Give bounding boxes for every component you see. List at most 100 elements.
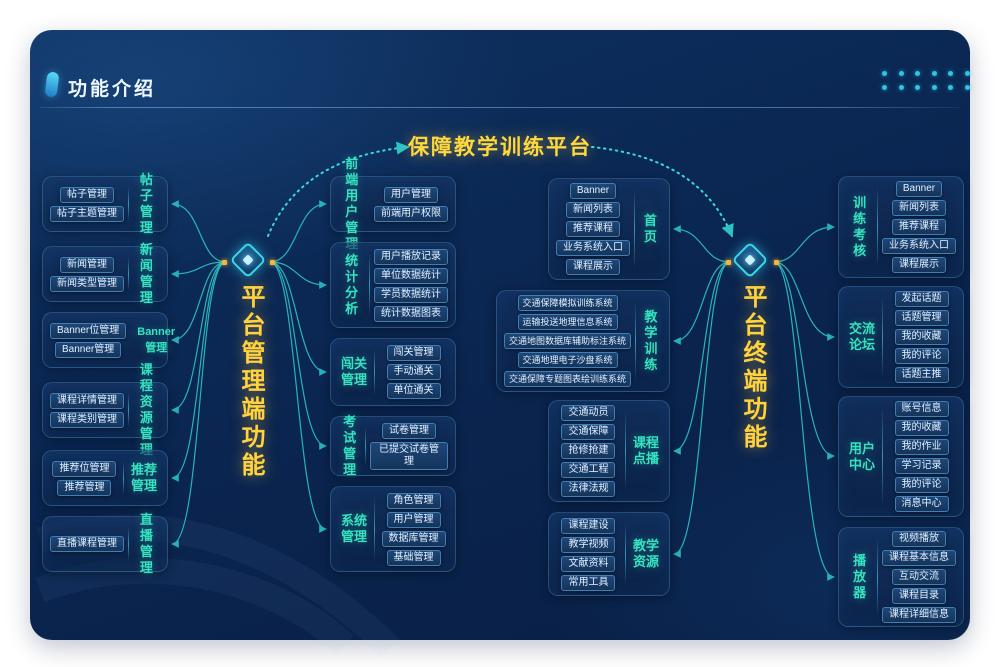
- dot: [931, 71, 937, 76]
- dot: [915, 85, 920, 90]
- feature-node: 数据库管理: [381, 530, 446, 547]
- dot: [898, 71, 904, 76]
- group-label: 系统 管理: [341, 513, 368, 544]
- dot: [882, 71, 887, 76]
- junction-marker: [222, 260, 227, 265]
- group-inner-connector: [624, 411, 626, 491]
- feature-node: 新闻列表: [892, 200, 946, 216]
- feature-node: 推荐课程: [566, 221, 620, 237]
- feature-node: Banner位管理: [50, 322, 127, 339]
- feature-node: 话题主推: [894, 367, 949, 383]
- group-inner-connector: [128, 393, 129, 427]
- group-label: 课程 点播: [632, 435, 659, 466]
- group-label: 首页: [643, 213, 657, 244]
- junction-marker: [270, 260, 275, 265]
- dot: [948, 71, 953, 76]
- group-recommend: 推荐位管理 推荐管理 推荐 管理: [42, 450, 168, 506]
- group-user-center: 用户 中心 账号信息 我的收藏 我的作业 学习记录 我的评论 消息中心: [838, 396, 964, 517]
- feature-node: 业务系统入口: [556, 240, 630, 256]
- feature-node: 统计数据图表: [374, 305, 448, 322]
- dot: [915, 71, 920, 76]
- group-label: 闯关 管理: [341, 356, 368, 387]
- feature-node: 业务系统入口: [882, 238, 956, 254]
- dot: [931, 85, 937, 90]
- feature-node: 抢修抢建: [561, 443, 616, 459]
- group-label: 教学 资源: [632, 538, 659, 569]
- feature-node: 用户管理: [384, 186, 438, 203]
- feature-node: 推荐位管理: [52, 460, 117, 477]
- hub-diamond-icon: [229, 241, 267, 279]
- feature-node: 教学视频: [561, 536, 616, 553]
- group-inner-connector: [634, 189, 635, 269]
- group-exams: 考试 管理 试卷管理 已提交试卷管理: [330, 414, 456, 477]
- feature-node: 新闻管理: [60, 256, 114, 273]
- right-hub-label: 平台终端功能: [739, 284, 766, 452]
- group-label: 推荐 管理: [130, 462, 157, 493]
- dot: [898, 85, 904, 90]
- feature-node: 消息中心: [894, 496, 949, 512]
- feature-node: 发起话题: [894, 291, 949, 307]
- group-level-pass: 闯关 管理 闯关管理 手动通关 单位通关: [330, 338, 456, 406]
- feature-node: 互动交流: [892, 569, 946, 585]
- feature-node: 角色管理: [386, 492, 441, 509]
- group-label: Banner 管理: [137, 326, 176, 354]
- feature-node: 推荐课程: [892, 219, 946, 235]
- feature-node: Banner管理: [55, 341, 122, 358]
- feature-node: 基础管理: [386, 549, 441, 566]
- feature-node: 已提交试卷管理: [370, 441, 448, 470]
- group-posts: 帖子管理 帖子主题管理 帖子 管理: [42, 172, 168, 235]
- feature-node: 新闻列表: [566, 202, 620, 218]
- junction-marker: [726, 260, 731, 265]
- feature-node: 推荐管理: [57, 479, 112, 496]
- group-course-resources: 课程详情管理 课程类别管理 课程 资源 管理: [42, 362, 168, 457]
- dot: [882, 85, 887, 90]
- group-statistics: 统计 分析 用户播放记录 单位数据统计 学员数据统计 统计数据图表: [330, 242, 456, 328]
- group-label: 课程 资源 管理: [139, 362, 153, 457]
- junction-marker: [774, 260, 779, 265]
- group-label: 训练 考核: [853, 195, 867, 258]
- group-inner-connector: [882, 297, 884, 377]
- hub-diamond-icon: [731, 241, 769, 279]
- feature-node: 课程目录: [892, 588, 946, 604]
- feature-node: 用户播放记录: [374, 248, 448, 265]
- group-live: 直播课程管理 直播 管理: [42, 512, 168, 575]
- group-inner-connector: [128, 187, 129, 221]
- group-label: 帖子 管理: [139, 172, 153, 235]
- left-hub-label: 平台管理端功能: [237, 284, 264, 480]
- feature-node: 课程建设: [561, 517, 616, 534]
- feature-node: 闯关管理: [386, 345, 441, 361]
- feature-node: 帖子管理: [60, 186, 114, 203]
- feature-node: 课程详细信息: [882, 607, 956, 623]
- feature-node: 交通保障: [561, 424, 616, 440]
- feature-node: 单位通关: [386, 383, 441, 399]
- feature-node: 课程类别管理: [50, 411, 124, 428]
- group-frontend-users: 前端用户 管理 用户管理 前端用户权限: [330, 156, 456, 251]
- feature-node: 前端用户权限: [374, 205, 448, 222]
- feature-node: 法律法规: [561, 481, 616, 497]
- feature-node: 文献资料: [561, 555, 616, 572]
- group-inner-connector: [128, 527, 129, 561]
- feature-node: 我的评论: [894, 348, 949, 364]
- group-label: 直播 管理: [139, 512, 153, 575]
- group-inner-connector: [635, 301, 636, 381]
- group-label: 用户 中心: [849, 440, 876, 472]
- group-label: 新闻 管理: [139, 242, 153, 305]
- group-inner-connector: [122, 461, 124, 495]
- group-label: 播放 器: [853, 553, 867, 600]
- group-player: 播放 器 视频播放 课程基本信息 互动交流 课程目录 课程详细信息: [838, 527, 964, 627]
- feature-node: 我的作业: [894, 439, 949, 455]
- group-forum: 交流 论坛 发起话题 话题管理 我的收藏 我的评论 话题主推: [838, 286, 964, 388]
- group-inner-connector: [882, 407, 884, 506]
- group-inner-connector: [365, 427, 366, 465]
- feature-node: 我的评论: [894, 477, 949, 493]
- feature-node: 交通保障专题图表绘训练系统: [504, 371, 632, 387]
- feature-node: 学员数据统计: [374, 286, 448, 303]
- feature-node: Banner: [569, 183, 617, 199]
- feature-node: 课程展示: [566, 259, 620, 275]
- group-teaching-resources: 课程建设 教学视频 文献资料 常用工具 教学 资源: [548, 512, 670, 596]
- feature-node: 直播课程管理: [50, 536, 124, 552]
- feature-node: 交通动员: [561, 405, 616, 421]
- dot: [948, 85, 953, 90]
- center-title: 保障教学训练平台: [408, 136, 592, 159]
